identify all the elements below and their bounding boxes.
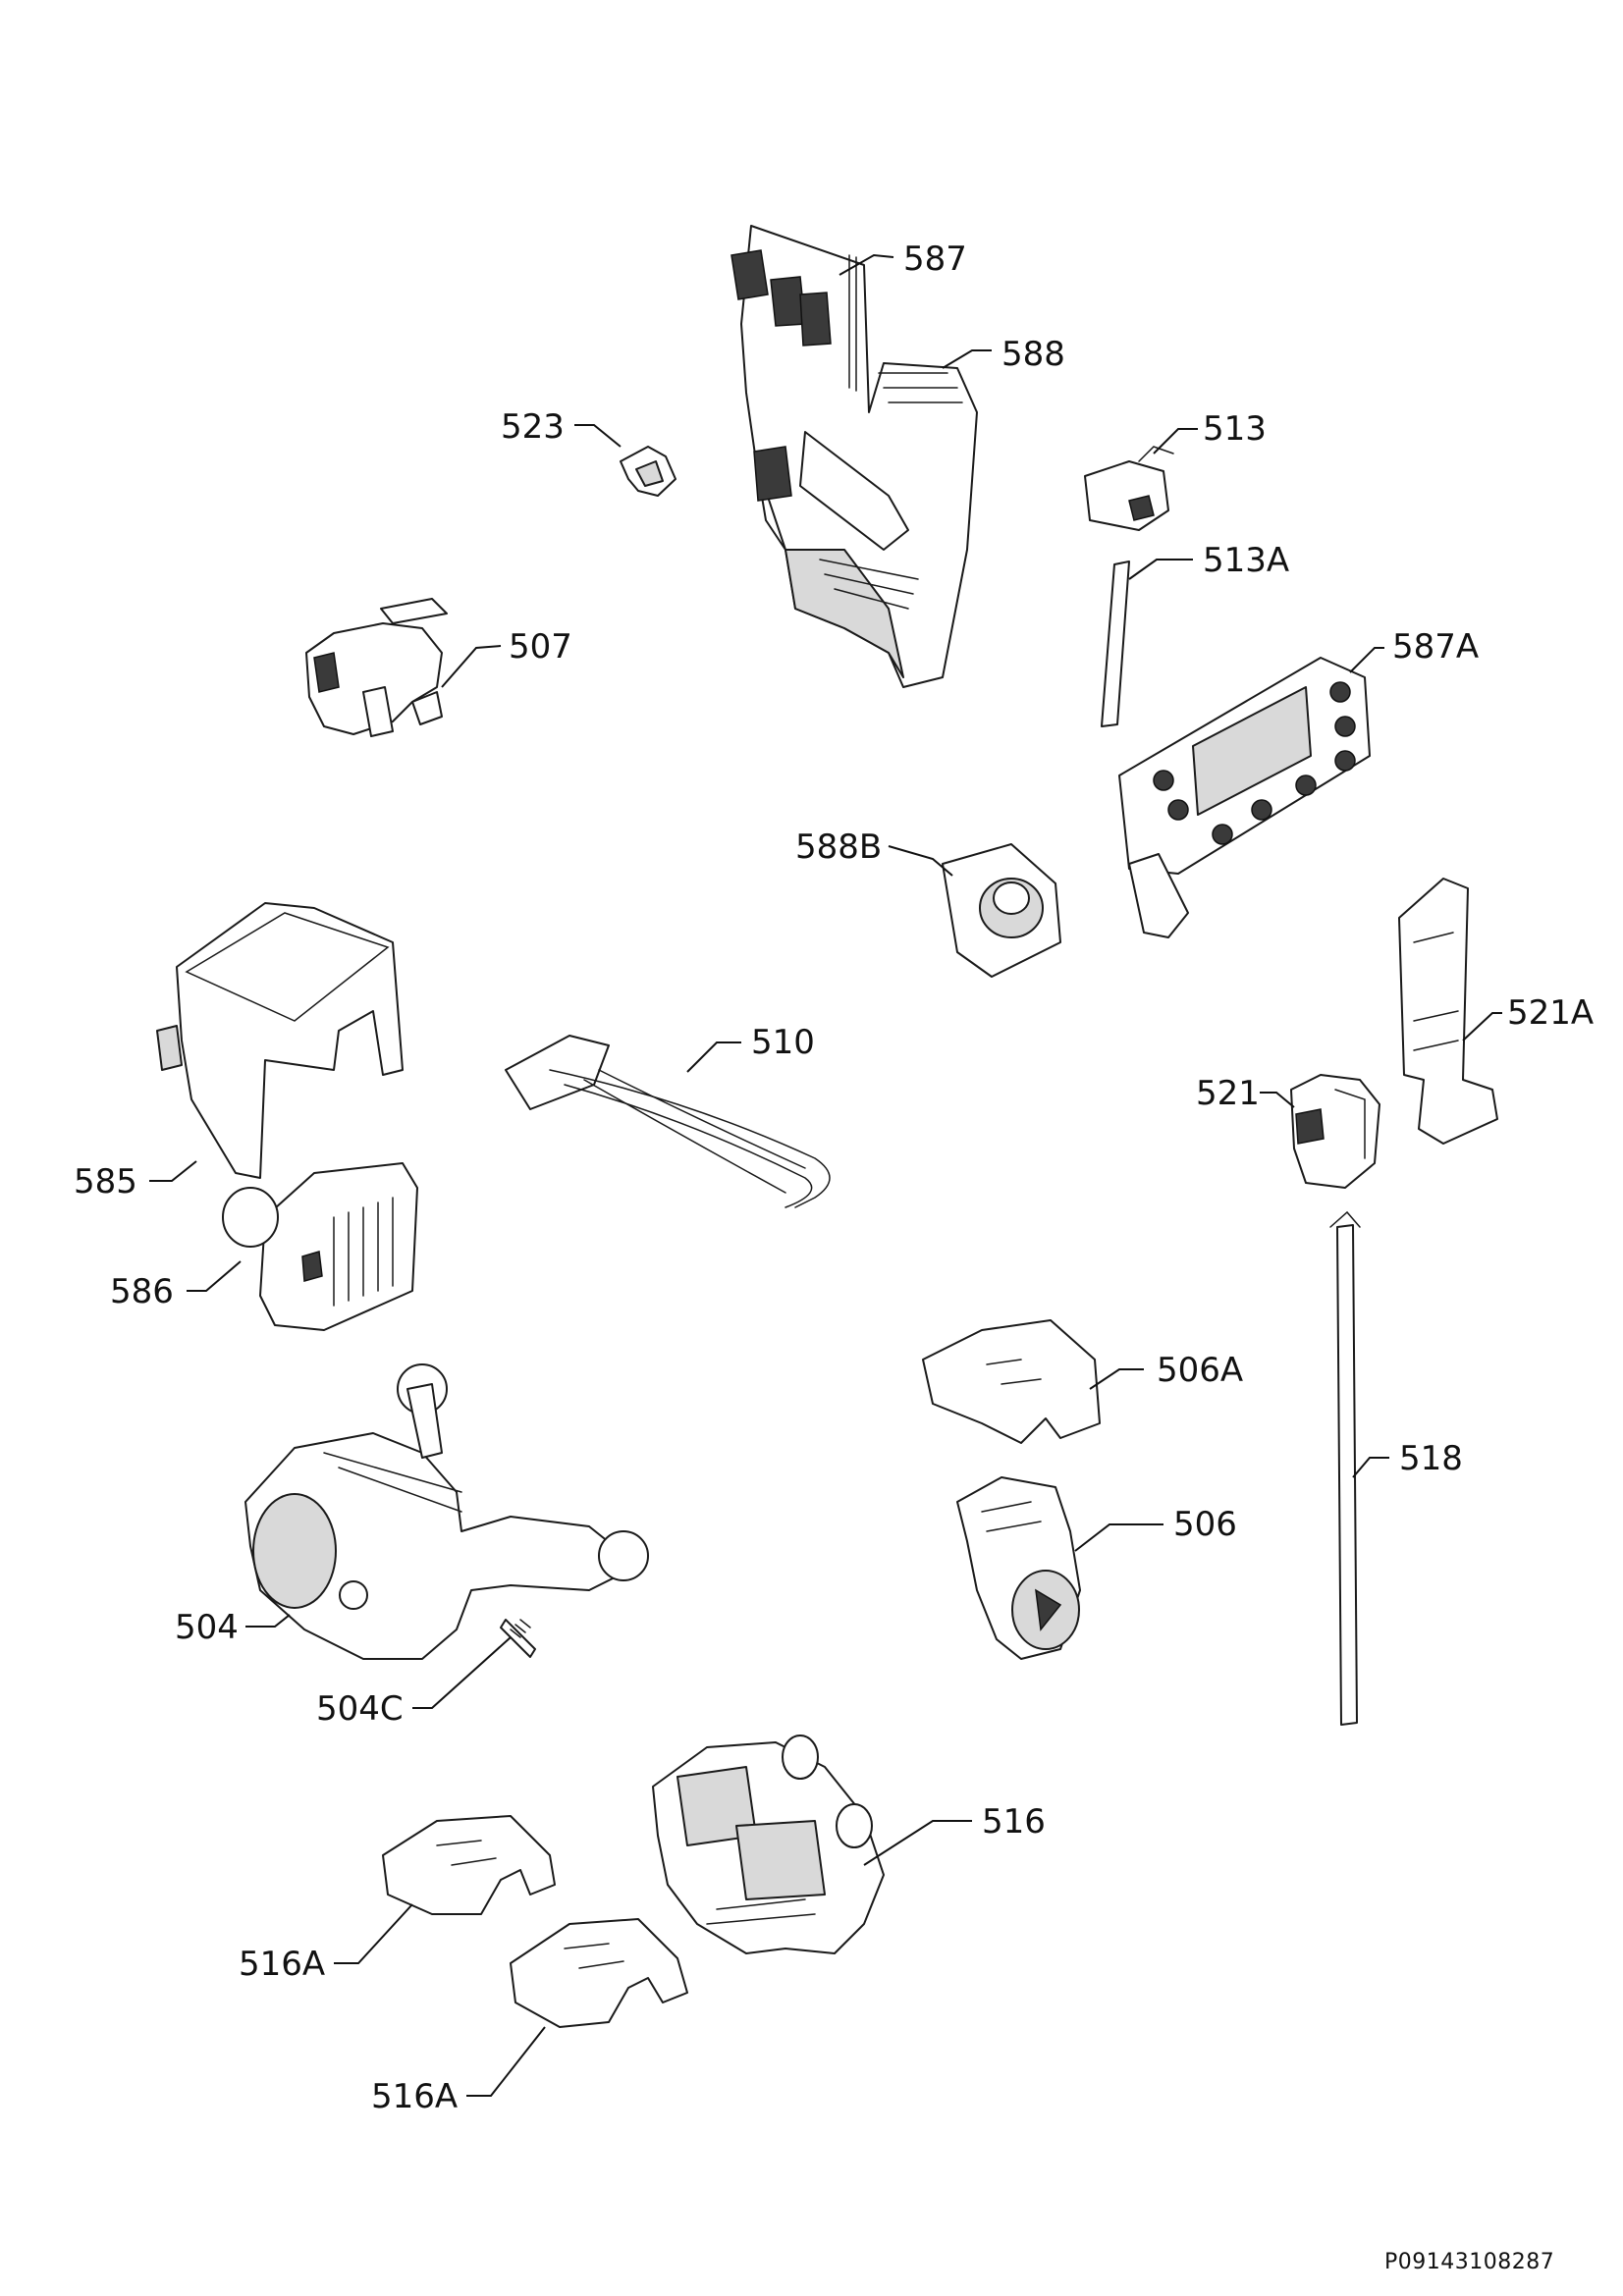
callout-516: 516 [982, 1802, 1046, 1842]
callout-506: 506 [1173, 1505, 1237, 1544]
callout-521A: 521A [1507, 993, 1594, 1033]
part-587A-display-board [1118, 657, 1371, 938]
part-523-clip [620, 446, 676, 497]
part-506A-cover [922, 1319, 1101, 1444]
part-587-588-board-assembly [730, 225, 978, 688]
part-506-drain-pump [956, 1476, 1081, 1660]
callout-518: 518 [1399, 1439, 1463, 1478]
callout-587A: 587A [1392, 627, 1479, 667]
part-586-module [222, 1162, 418, 1331]
callout-504: 504 [175, 1608, 239, 1647]
callout-506A: 506A [1157, 1351, 1243, 1390]
part-521-door-lock [1290, 1074, 1380, 1189]
callout-513: 513 [1203, 409, 1267, 449]
part-504-motor [244, 1363, 649, 1660]
part-588B-selector [942, 843, 1061, 978]
part-521A-bracket [1398, 878, 1498, 1145]
callout-labels: 587 588 523 513 513A 507 587A 588B 521A … [74, 240, 1594, 2116]
callout-521: 521 [1196, 1074, 1260, 1113]
part-516A-cover-lower [510, 1918, 688, 2028]
callout-516A-lower: 516A [371, 2077, 458, 2116]
part-516-valve-assembly [652, 1735, 885, 1954]
callout-588: 588 [1001, 335, 1065, 374]
part-513A-rod [1101, 561, 1130, 727]
callout-523: 523 [501, 407, 565, 447]
callout-504C: 504C [316, 1689, 404, 1729]
callout-513A: 513A [1203, 541, 1289, 580]
document-reference-number: P09143108287 [1384, 2250, 1555, 2274]
callout-588B: 588B [795, 828, 882, 867]
callout-510: 510 [751, 1023, 815, 1062]
part-510-heating-element [505, 1035, 831, 1208]
part-516A-cover-upper [382, 1815, 556, 1915]
callout-507: 507 [509, 627, 572, 667]
part-507-inlet-valve [305, 598, 448, 737]
callout-587: 587 [903, 240, 967, 279]
part-518-wire [1329, 1210, 1361, 1726]
part-585-cover [156, 902, 404, 1179]
leader-lines [149, 253, 1502, 2097]
callout-586: 586 [110, 1272, 174, 1311]
callout-585: 585 [74, 1162, 137, 1201]
part-513-connector [1084, 446, 1174, 531]
part-504C-screw [500, 1619, 536, 1658]
callout-516A-upper: 516A [239, 1945, 325, 1984]
